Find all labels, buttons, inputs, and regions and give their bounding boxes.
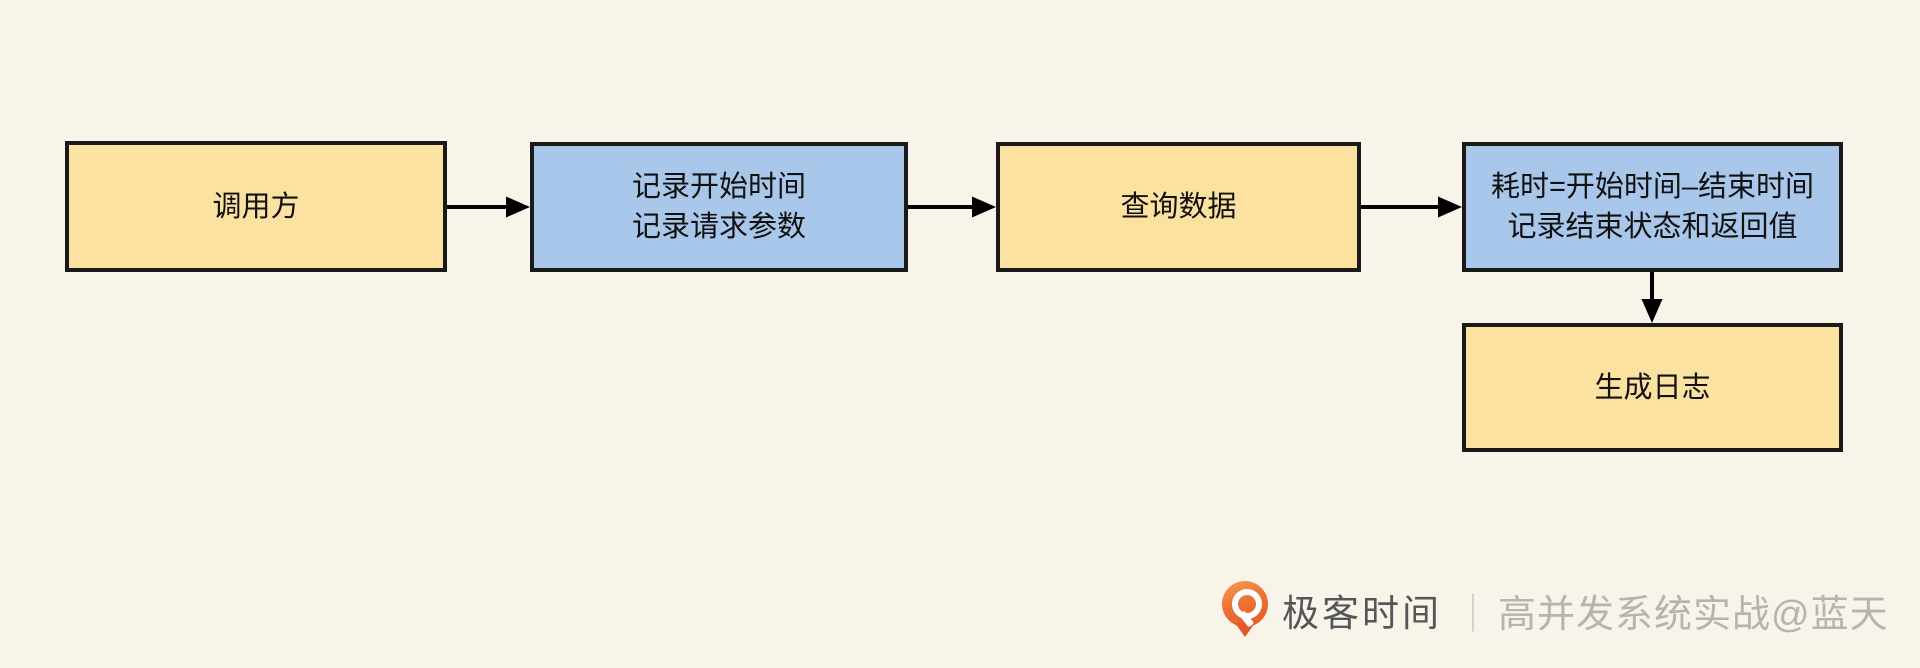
logo-pin-tail [1235,623,1255,637]
node-elapsed-line2: 记录结束状态和返回值 [1507,211,1798,243]
node-caller-label: 调用方 [212,190,300,223]
watermark: 极客时间 ｜ 高并发系统实战@蓝天 [1222,580,1889,640]
watermark-brand: 极客时间 [1282,593,1442,634]
watermark-course: 高并发系统实战@蓝天 [1498,593,1889,636]
node-generate-log: 生成日志 [1462,323,1843,452]
geektime-logo-icon [1222,581,1268,639]
arrow-query-data-to-elapsed [1361,196,1462,218]
node-elapsed-line1: 耗时=开始时间–结束时间 [1490,171,1815,203]
node-query-data-label: 查询数据 [1120,191,1237,223]
watermark-separator: ｜ [1454,593,1493,636]
arrow-record-start-to-query-data [908,196,996,218]
node-record-start-line2: 记录请求参数 [631,211,806,243]
node-caller: 调用方 [65,141,447,272]
node-elapsed: 耗时=开始时间–结束时间 记录结束状态和返回值 [1462,142,1843,272]
node-record-start-line1: 记录开始时间 [631,171,806,203]
node-generate-log-label: 生成日志 [1594,371,1711,404]
arrow-caller-to-record-start [447,196,530,218]
arrow-elapsed-to-generate-log [1641,272,1663,323]
node-record-start: 记录开始时间 记录请求参数 [530,142,908,272]
node-query-data: 查询数据 [996,142,1361,272]
